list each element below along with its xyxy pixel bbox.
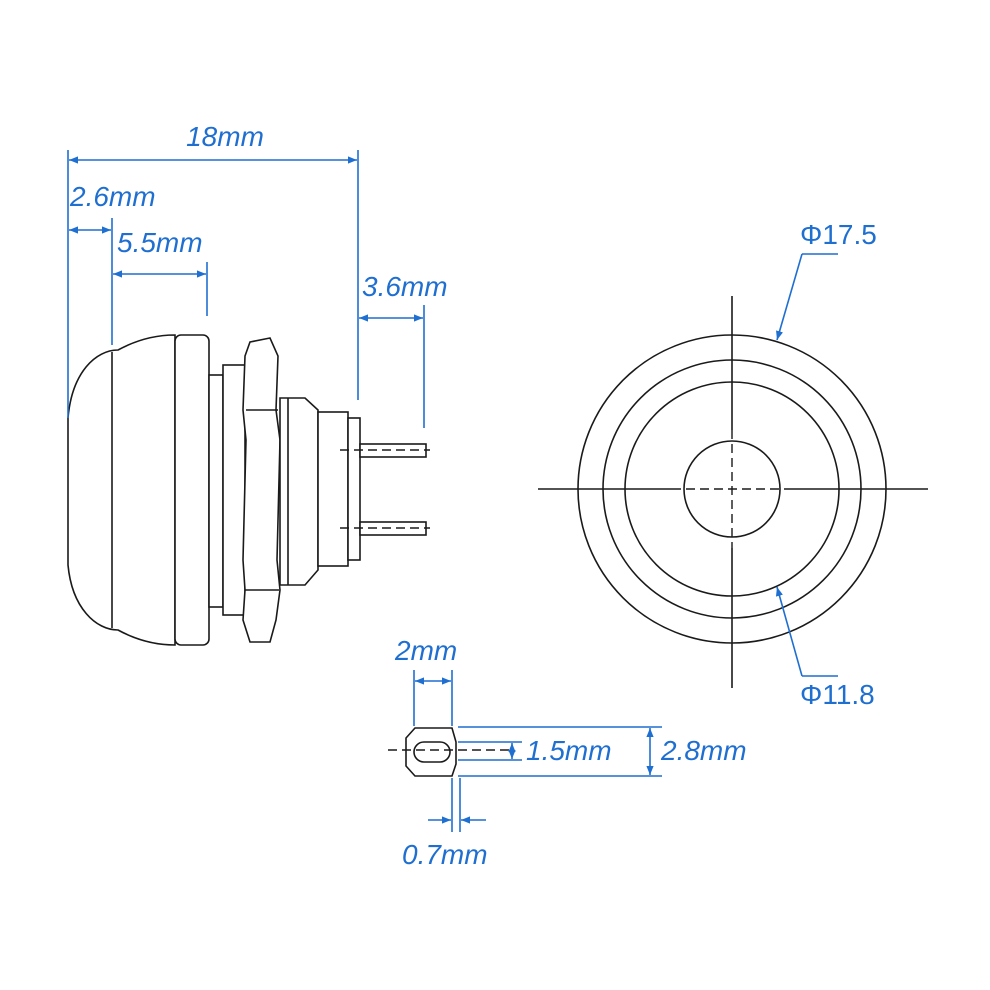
pin-hole (413, 741, 451, 763)
flange (208, 374, 224, 608)
switch-housing (279, 397, 319, 586)
label-inner-diameter: Φ11.8 (800, 679, 875, 710)
pin-detail (388, 727, 512, 777)
terminal-base (347, 417, 361, 561)
label-pin-height: 2.8mm (660, 735, 747, 766)
side-view (67, 334, 430, 646)
front-view (538, 296, 928, 688)
label-cap-depth: 2.6mm (69, 181, 156, 212)
side-view-dimensions: 18mm 2.6mm 5.5mm 3.6mm (67, 121, 448, 428)
front-view-dimensions: Φ17.5 Φ11.8 (775, 219, 877, 710)
leader-outer-diameter (776, 253, 803, 341)
button-bezel (174, 334, 210, 646)
thread-body (222, 364, 246, 616)
label-pin-length: 3.6mm (362, 271, 448, 302)
leader-inner-diameter (775, 586, 803, 677)
label-outer-diameter: Φ17.5 (800, 219, 877, 250)
pin-detail-dimensions: 2mm 1.5mm 2.8mm 0.7mm (394, 635, 747, 870)
label-cap-width: 5.5mm (117, 227, 203, 258)
label-pin-thickness: 0.7mm (402, 839, 488, 870)
label-pin-width: 2mm (394, 635, 457, 666)
button-cap (67, 334, 176, 646)
pin-outline (405, 727, 457, 777)
label-total-length: 18mm (186, 121, 264, 152)
terminal-block (317, 411, 349, 567)
hex-nut (242, 337, 281, 643)
label-hole-height: 1.5mm (526, 735, 612, 766)
